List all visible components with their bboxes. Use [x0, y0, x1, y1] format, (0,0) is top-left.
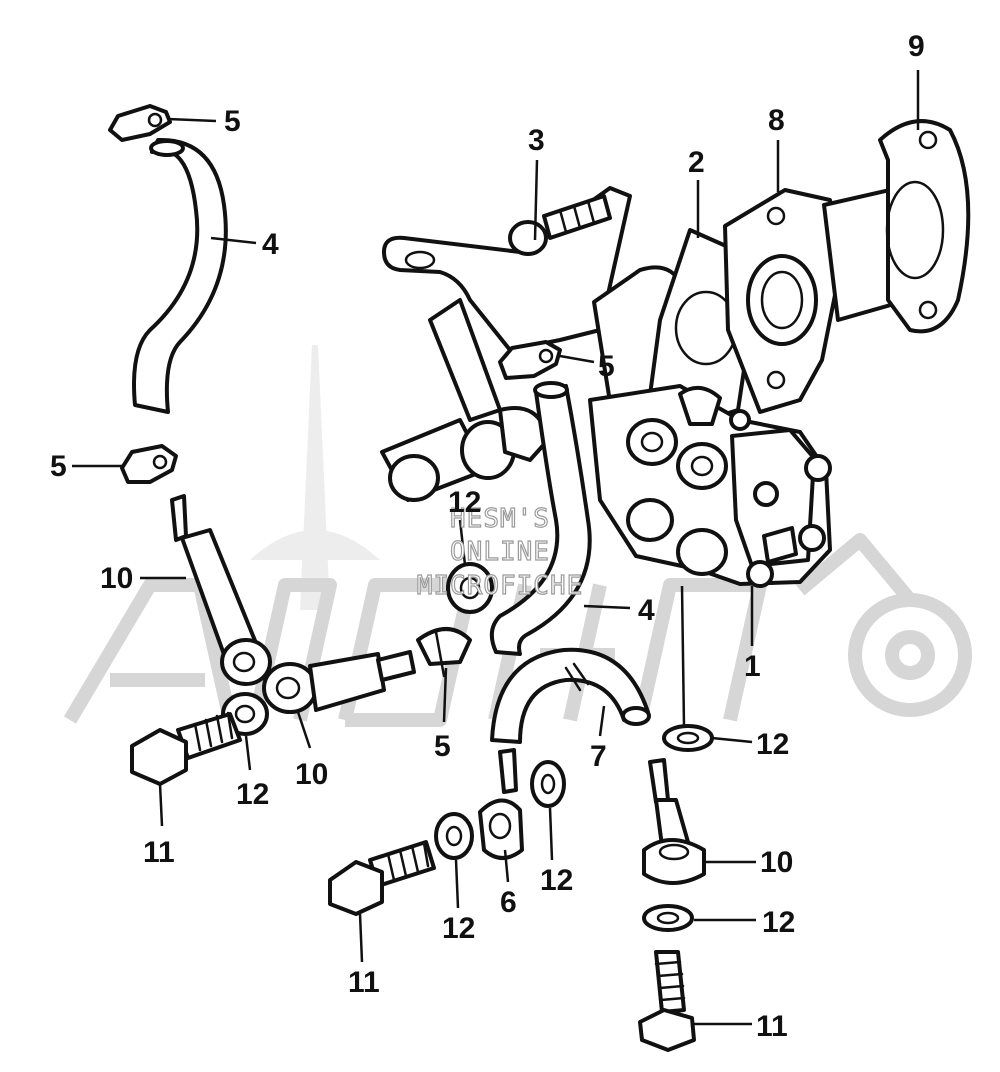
washer-bottom-right	[530, 760, 566, 808]
banjo-fitting-bottom	[478, 748, 524, 860]
callout-9: 9	[908, 30, 925, 63]
washer-bottom-left	[434, 812, 474, 860]
callout-10-center: 10	[295, 758, 328, 791]
banjo-bolt-right	[638, 950, 696, 1052]
callout-12-center-high: 12	[448, 486, 481, 519]
banjo-fitting-right	[642, 758, 706, 885]
banjo-fitting-left	[170, 494, 272, 686]
callout-labels: 5 4 5 10 12 11 10 5 12 3 5 4 2 8 9 1 12 …	[50, 30, 925, 1043]
watermark-text: HESM'S ONLINE MICROFICHE	[416, 503, 584, 601]
pump-outlet-fitting	[380, 406, 550, 502]
callout-11-left: 11	[143, 836, 175, 869]
callout-10-left: 10	[100, 562, 133, 595]
bracket-bolt	[508, 194, 612, 256]
callout-12-bottom-right: 12	[540, 864, 573, 897]
washer-right-pump	[662, 724, 714, 752]
banjo-fitting-center	[262, 650, 416, 714]
watermark-line-1: HESM'S	[450, 504, 550, 534]
hose-center	[489, 381, 592, 656]
callout-6: 6	[500, 886, 517, 919]
callout-4-upper: 4	[262, 228, 279, 261]
callout-4-center: 4	[638, 594, 655, 627]
washer-center-high	[446, 562, 494, 614]
hose-upper	[132, 137, 228, 414]
hose-clip-right	[498, 340, 562, 380]
callout-11-bottom: 11	[348, 966, 380, 999]
watermark-line-2: ONLINE	[450, 537, 550, 567]
watermark-graphic	[63, 345, 972, 727]
hose-clip-top	[108, 104, 172, 142]
callout-3: 3	[528, 124, 545, 157]
callout-10-right: 10	[760, 846, 793, 879]
banjo-bolt-bottom	[328, 840, 436, 916]
banjo-bolt-left	[130, 711, 242, 786]
callout-5-center: 5	[434, 730, 451, 763]
hose-lower	[490, 647, 651, 744]
callout-8: 8	[768, 104, 785, 137]
callout-1: 1	[744, 650, 761, 683]
callout-11-right: 11	[756, 1010, 788, 1043]
callout-5-left: 5	[50, 450, 67, 483]
hose-clip-center	[416, 627, 472, 678]
watermark-line-3: MICROFICHE	[417, 571, 584, 601]
oil-pump-body	[588, 384, 832, 588]
callout-2: 2	[688, 146, 705, 179]
callout-12-bottom-far-right: 12	[762, 906, 795, 939]
pump-drive-flange	[592, 119, 971, 427]
leader-lines	[72, 70, 920, 1026]
callout-5-top: 5	[224, 105, 241, 138]
washer-bottom-far-right	[642, 904, 694, 932]
hose-clip-left	[120, 444, 178, 484]
callout-12-bottom-left: 12	[442, 912, 475, 945]
callout-5-right: 5	[598, 350, 615, 383]
callout-12-left: 12	[236, 778, 269, 811]
callout-7: 7	[590, 740, 607, 773]
callout-12-right-pump: 12	[756, 728, 789, 761]
